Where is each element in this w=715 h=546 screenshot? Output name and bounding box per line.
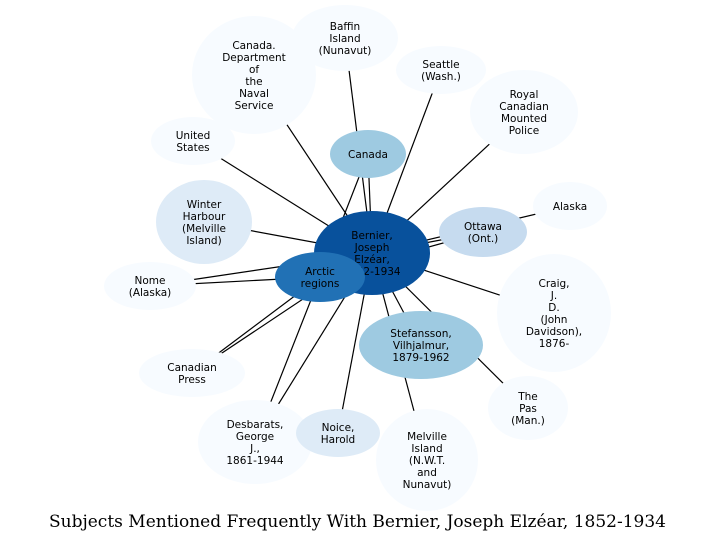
- node-craig-shape: [497, 254, 611, 372]
- node-noice-shape: [296, 409, 380, 457]
- node-rcmp-shape: [470, 70, 578, 154]
- node-stefansson-shape: [359, 311, 483, 379]
- node-nome[interactable]: Nome(Alaska): [104, 262, 196, 310]
- node-canada-naval-shape: [192, 16, 316, 134]
- node-alaska-shape: [533, 182, 607, 230]
- node-noice-label: Noice,Harold: [321, 422, 355, 446]
- node-alaska[interactable]: Alaska: [533, 182, 607, 230]
- node-arctic-shape: [275, 252, 365, 302]
- node-baffin-shape: [292, 5, 398, 71]
- diagram-caption: Subjects Mentioned Frequently With Berni…: [49, 512, 666, 532]
- node-canada-label: Canada: [348, 149, 388, 161]
- node-canada[interactable]: Canada: [330, 130, 406, 178]
- node-desbarats-shape: [198, 400, 312, 484]
- node-nome-shape: [104, 262, 196, 310]
- node-ottawa-label: Ottawa(Ont.): [464, 221, 502, 245]
- node-alaska-label: Alaska: [553, 201, 587, 213]
- node-melville-shape: [376, 409, 478, 511]
- node-seattle-shape: [396, 46, 486, 94]
- node-noice[interactable]: Noice,Harold: [296, 409, 380, 457]
- node-canada-shape: [330, 130, 406, 178]
- node-the-pas-shape: [488, 376, 568, 440]
- node-nome-label: Nome(Alaska): [129, 275, 172, 299]
- node-ottawa[interactable]: Ottawa(Ont.): [439, 207, 527, 257]
- node-united-states-shape: [151, 117, 235, 165]
- node-canadian-press-shape: [139, 349, 245, 397]
- node-stefansson-label: Stefansson,Vilhjalmur,1879-1962: [390, 328, 451, 364]
- node-seattle-label: Seattle(Wash.): [421, 59, 461, 83]
- node-stefansson[interactable]: Stefansson,Vilhjalmur,1879-1962: [359, 311, 483, 379]
- node-ottawa-shape: [439, 207, 527, 257]
- node-seattle[interactable]: Seattle(Wash.): [396, 46, 486, 94]
- node-winter-harbour-shape: [156, 180, 252, 264]
